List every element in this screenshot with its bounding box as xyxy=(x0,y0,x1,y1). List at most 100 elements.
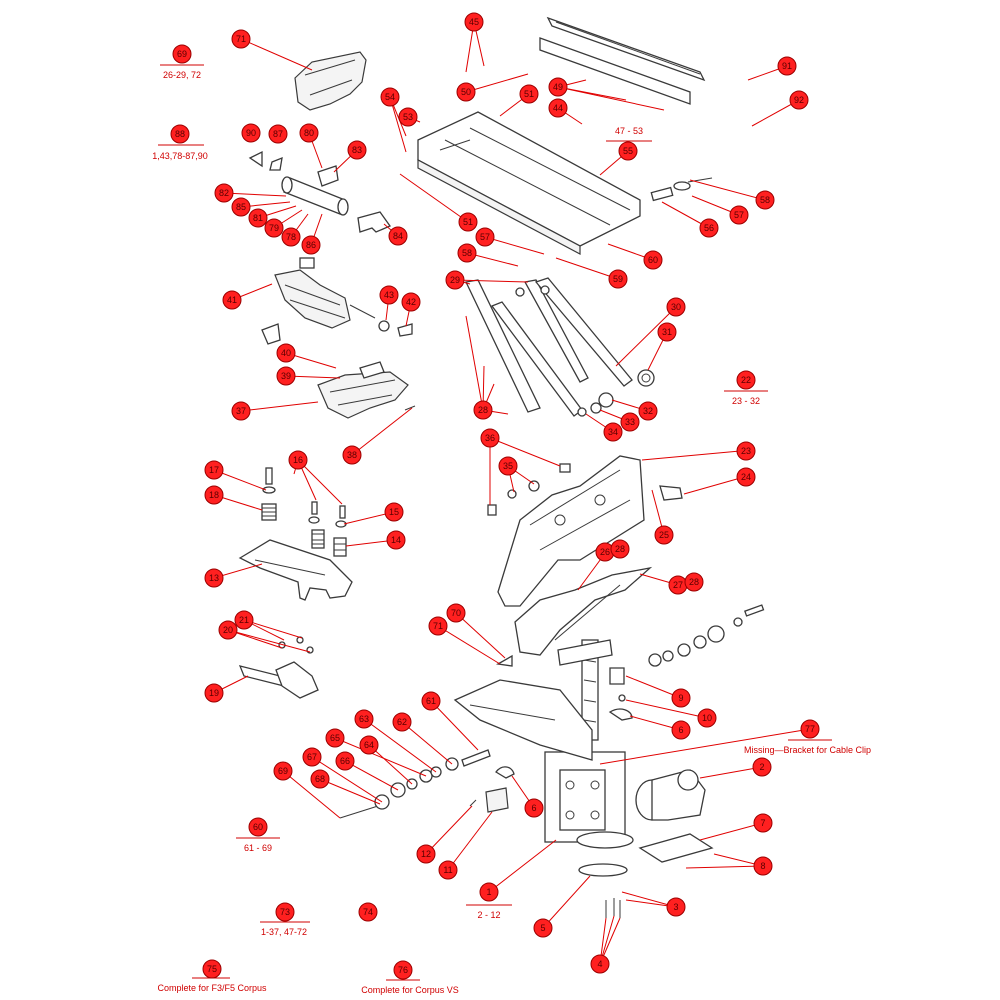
svg-text:64: 64 xyxy=(364,740,374,750)
svg-text:81: 81 xyxy=(253,213,263,223)
part-23-bracket xyxy=(497,455,645,607)
callout-69: 69 xyxy=(172,44,192,64)
callout-85: 85 xyxy=(231,197,251,217)
svg-text:36: 36 xyxy=(485,433,495,443)
callout-45: 45 xyxy=(464,12,484,32)
part-19-frame xyxy=(453,679,593,761)
range-73-text: 1-37, 47-72 xyxy=(261,927,307,937)
svg-text:22: 22 xyxy=(741,375,751,385)
svg-text:1: 1 xyxy=(486,887,491,897)
svg-text:2: 2 xyxy=(759,762,764,772)
callout-76: 76 xyxy=(393,960,413,980)
callout-11: 11 xyxy=(438,860,458,880)
svg-text:11: 11 xyxy=(443,865,452,875)
svg-text:25: 25 xyxy=(659,530,669,540)
part-72-cover xyxy=(294,51,367,111)
svg-text:33: 33 xyxy=(625,417,635,427)
svg-text:42: 42 xyxy=(406,297,416,307)
svg-text:20: 20 xyxy=(223,625,233,635)
svg-text:66: 66 xyxy=(340,756,350,766)
range-1-text: 2 - 12 xyxy=(477,910,500,920)
callout-59: 60 xyxy=(643,250,663,270)
callout-92: 92 xyxy=(789,90,809,110)
svg-text:14: 14 xyxy=(391,535,401,545)
callout-23: 23 xyxy=(736,441,756,461)
callout-53: 54 xyxy=(380,87,400,107)
svg-text:34: 34 xyxy=(608,427,618,437)
part-84-bracket xyxy=(357,211,391,233)
svg-text:62: 62 xyxy=(397,717,407,727)
callout-90: 90 xyxy=(241,123,261,143)
svg-text:24: 24 xyxy=(741,472,751,482)
svg-text:80: 80 xyxy=(304,128,314,138)
svg-text:15: 15 xyxy=(389,507,399,517)
svg-text:73: 73 xyxy=(280,907,290,917)
callout-24: 24 xyxy=(736,467,756,487)
callout-14: 14 xyxy=(386,530,406,550)
svg-text:90: 90 xyxy=(246,128,256,138)
svg-text:85: 85 xyxy=(236,202,246,212)
springs xyxy=(261,503,347,557)
callout-61: 61 xyxy=(421,691,441,711)
callout-78: 78 xyxy=(281,227,301,247)
callout-29: 29 xyxy=(445,270,465,290)
svg-text:16: 16 xyxy=(293,455,303,465)
part-31-ring xyxy=(637,369,655,387)
range-47-53-text: 47 - 53 xyxy=(615,126,643,136)
part-2-motor xyxy=(635,769,706,821)
callout-44: 44 xyxy=(548,98,568,118)
callout-25: 25 xyxy=(654,525,674,545)
callout-6: 6 xyxy=(671,720,691,740)
callout-7: 7 xyxy=(753,813,773,833)
callout-19: 19 xyxy=(204,683,224,703)
svg-text:76: 76 xyxy=(398,965,408,975)
callout-57: 58 xyxy=(457,243,477,263)
callout-18: 18 xyxy=(204,485,224,505)
callout-84: 84 xyxy=(388,226,408,246)
callout-56-right: 57 xyxy=(729,205,749,225)
callout-31: 31 xyxy=(657,322,677,342)
svg-text:57: 57 xyxy=(734,210,744,220)
range-76-text: Complete for Corpus VS xyxy=(361,985,459,995)
svg-text:38: 38 xyxy=(347,450,357,460)
callout-79: 79 xyxy=(264,218,284,238)
callout-2: 2 xyxy=(752,757,772,777)
svg-text:10: 10 xyxy=(702,713,712,723)
svg-text:26: 26 xyxy=(600,547,610,557)
callout-55: 56 xyxy=(699,218,719,238)
callout-39: 39 xyxy=(276,366,296,386)
svg-text:61: 61 xyxy=(426,696,436,706)
callout-37: 37 xyxy=(231,401,251,421)
svg-text:43: 43 xyxy=(384,290,394,300)
svg-text:23: 23 xyxy=(741,446,751,456)
svg-text:88: 88 xyxy=(175,129,185,139)
svg-text:58: 58 xyxy=(462,248,472,258)
callout-10: 10 xyxy=(697,708,717,728)
callout-65: 65 xyxy=(325,728,345,748)
svg-text:6: 6 xyxy=(531,803,536,813)
svg-text:51: 51 xyxy=(524,89,534,99)
callout-21: 21 xyxy=(234,610,254,630)
callout-67: 67 xyxy=(302,747,322,767)
callout-38: 38 xyxy=(342,445,362,465)
callout-87: 87 xyxy=(268,124,288,144)
callout-13: 13 xyxy=(204,568,224,588)
svg-text:44: 44 xyxy=(553,103,563,113)
callout-4: 4 xyxy=(590,954,610,974)
callout-52: 53 xyxy=(398,107,418,127)
callout-56: 57 xyxy=(475,227,495,247)
svg-text:69: 69 xyxy=(278,766,288,776)
svg-text:67: 67 xyxy=(307,752,317,762)
part-19-lever xyxy=(238,661,319,699)
svg-text:49: 49 xyxy=(553,82,563,92)
svg-text:63: 63 xyxy=(359,714,369,724)
svg-text:51: 51 xyxy=(463,217,473,227)
svg-text:5: 5 xyxy=(540,923,545,933)
svg-text:18: 18 xyxy=(209,490,219,500)
callout-86: 86 xyxy=(301,235,321,255)
callout-50: 50 xyxy=(456,82,476,102)
svg-text:71: 71 xyxy=(236,34,246,44)
range-22-text: 23 - 32 xyxy=(732,396,760,406)
part-41-control-unit xyxy=(274,257,376,329)
callout-51: 51 xyxy=(458,212,478,232)
